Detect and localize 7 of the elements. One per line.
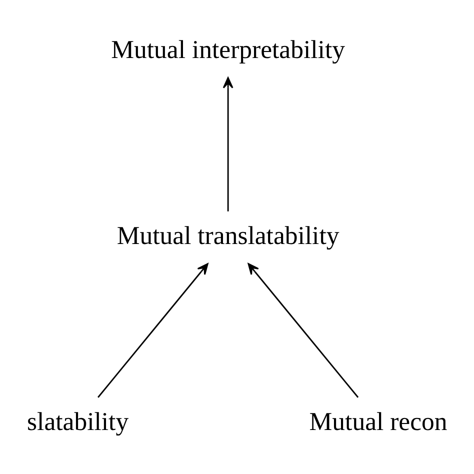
node-text: Mutual interpretability bbox=[111, 34, 345, 64]
arrow bbox=[222, 76, 234, 211]
node-text: Mutual recon bbox=[309, 406, 448, 436]
arrow bbox=[248, 262, 359, 398]
node-text: slatability bbox=[27, 406, 129, 436]
node-text: Mutual translatability bbox=[116, 220, 340, 250]
arrow bbox=[98, 262, 208, 398]
